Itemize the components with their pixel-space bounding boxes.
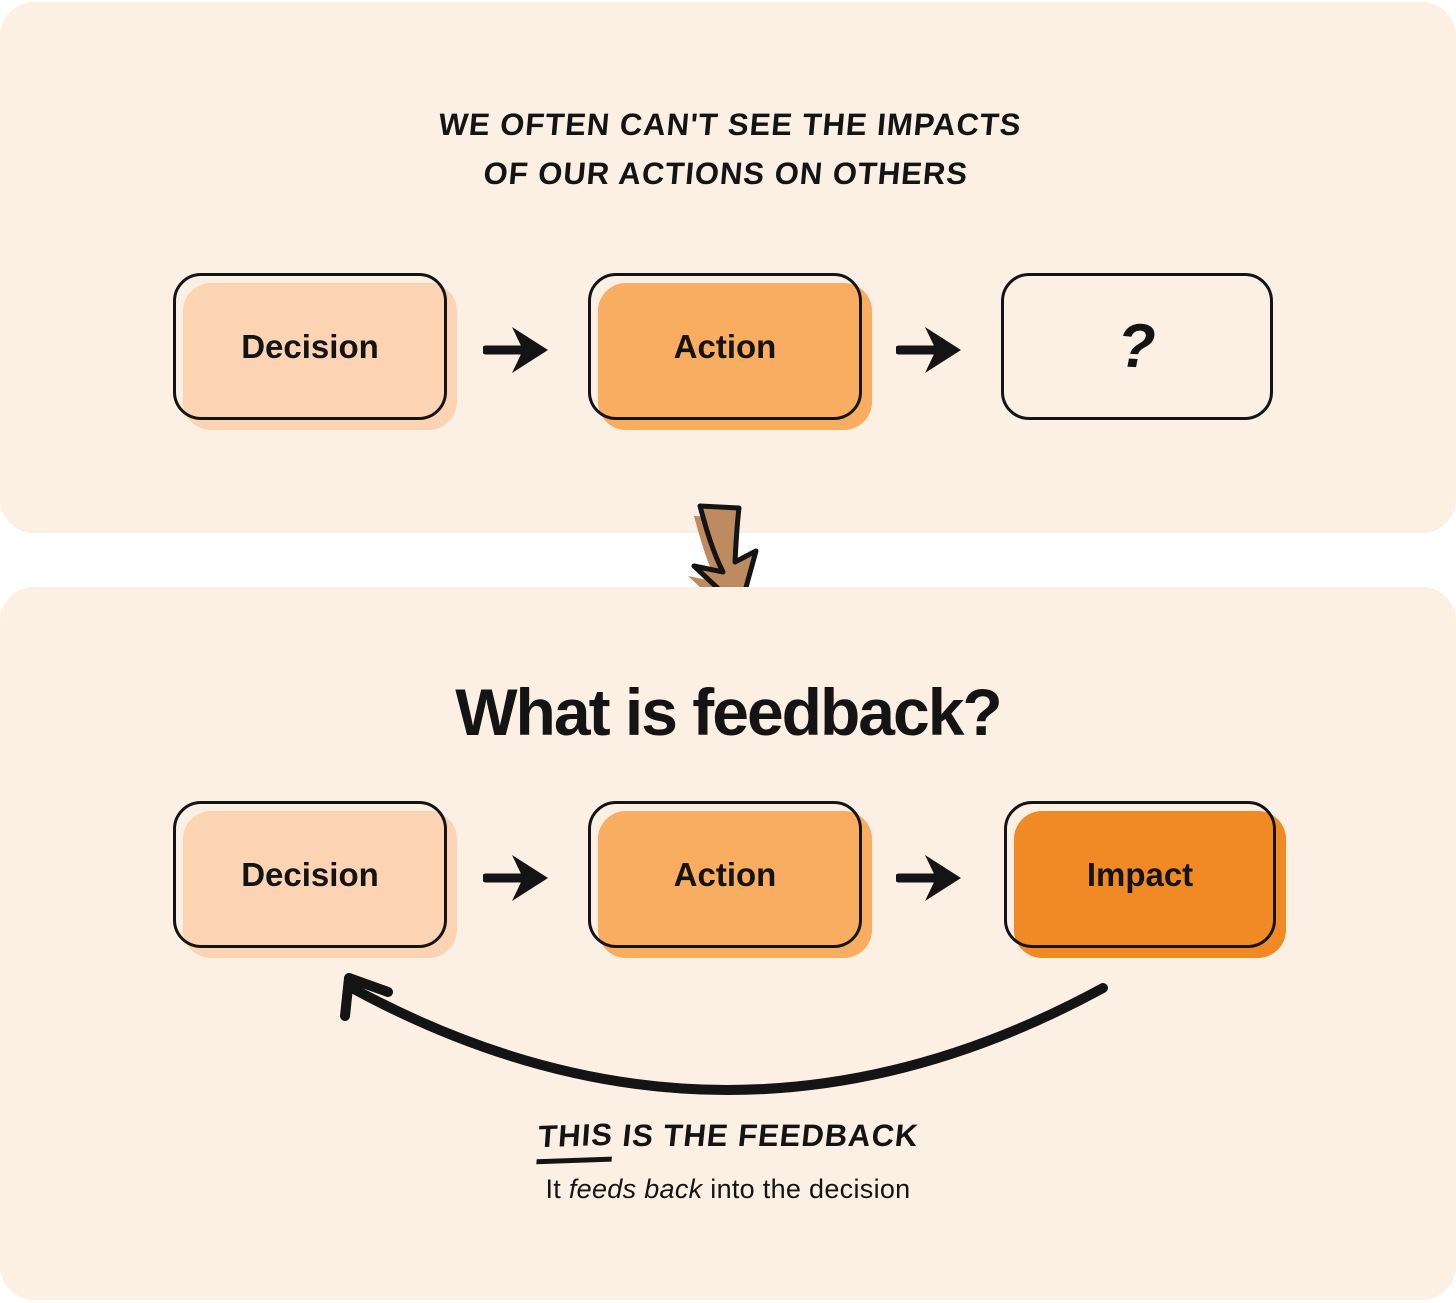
right-arrow-icon	[896, 855, 961, 901]
action-box-top-outline: Action	[588, 273, 862, 420]
decision-box-bottom-label: Decision	[241, 855, 379, 893]
action-box-bottom: Action	[588, 801, 872, 958]
top-caption: WE OFTEN CAN'T SEE THE IMPACTS OF OUR AC…	[0, 100, 1456, 198]
right-arrow-icon	[483, 327, 548, 373]
decision-box-top-fill	[183, 283, 457, 430]
action-box-bottom-fill	[598, 811, 872, 958]
decision-box-top-label: Decision	[241, 327, 379, 365]
action-box-bottom-outline: Action	[588, 801, 862, 948]
question-mark: ?	[1111, 311, 1163, 382]
decision-box-bottom-fill	[183, 811, 457, 958]
decision-box-bottom: Decision	[173, 801, 457, 958]
right-arrow-icon	[896, 327, 961, 373]
feedback-note-this: THIS	[536, 1116, 615, 1165]
feedback-note-rest: IS THE FEEDBACK	[611, 1118, 921, 1153]
impact-box-outline: Impact	[1004, 801, 1276, 948]
decision-box-top-outline: Decision	[173, 273, 447, 420]
action-box-top: Action	[588, 273, 872, 430]
impact-box-label: Impact	[1086, 855, 1194, 893]
action-box-top-label: Action	[673, 327, 777, 365]
feedback-note: THIS IS THE FEEDBACK	[0, 1116, 1456, 1165]
subnote-post: into the decision	[702, 1174, 911, 1204]
top-panel	[0, 2, 1456, 533]
page-title: What is feedback?	[455, 675, 1002, 749]
subnote-pre: It	[545, 1174, 569, 1204]
top-caption-line1: WE OFTEN CAN'T SEE THE IMPACTS	[437, 107, 1024, 142]
unknown-impact-box-outline: ?	[1001, 273, 1273, 420]
feedback-subnote: It feeds back into the decision	[0, 1174, 1456, 1205]
subnote-italic: feeds back	[568, 1174, 703, 1204]
unknown-impact-box: ?	[1001, 273, 1273, 420]
impact-box-fill	[1014, 811, 1286, 958]
decision-box-top: Decision	[173, 273, 457, 430]
impact-box: Impact	[1004, 801, 1286, 958]
action-box-bottom-label: Action	[673, 855, 777, 893]
action-box-top-fill	[598, 283, 872, 430]
top-caption-line2: OF OUR ACTIONS ON OTHERS	[482, 156, 970, 191]
right-arrow-icon	[483, 855, 548, 901]
decision-box-bottom-outline: Decision	[173, 801, 447, 948]
